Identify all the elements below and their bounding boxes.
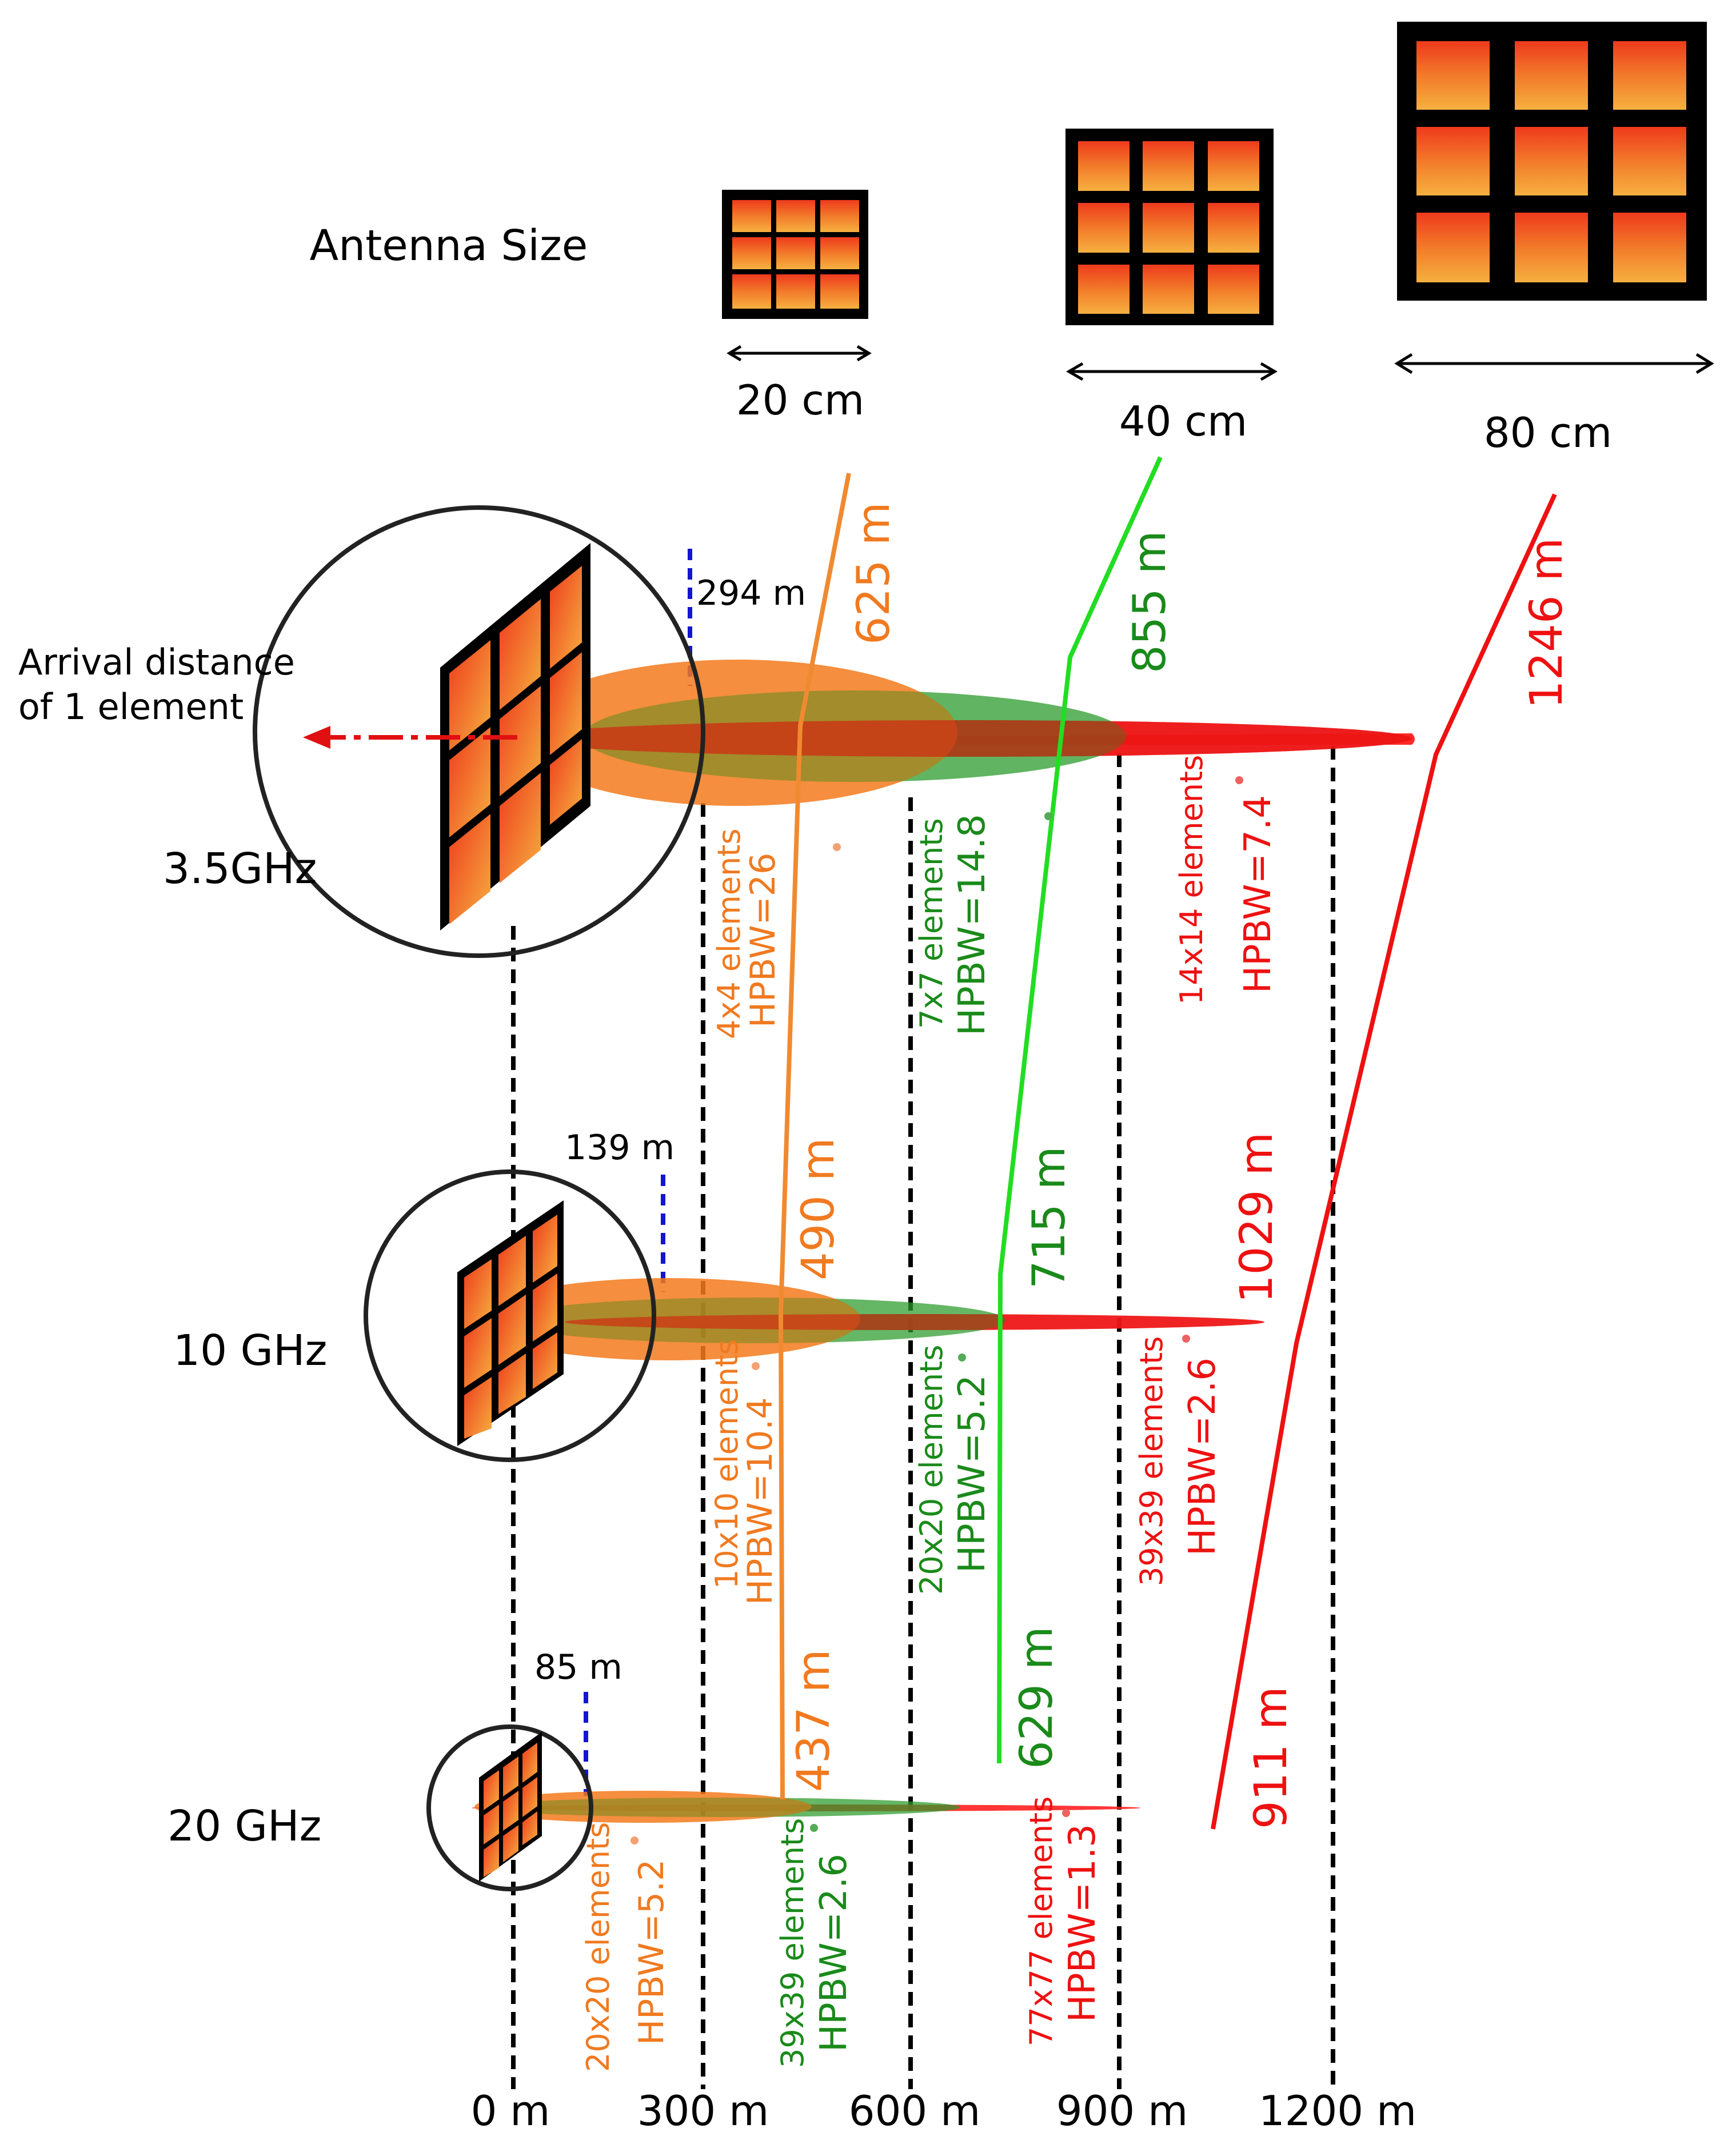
- size-label-80cm: 80 cm: [1484, 409, 1612, 457]
- x-tick-600m: 600 m: [849, 2087, 980, 2135]
- distance-80cm-3-5ghz: 1246 m: [1521, 538, 1573, 709]
- elements-20cm-10ghz: 10x10 elements: [709, 1339, 745, 1589]
- freq-label-10ghz: 10 GHz: [173, 1326, 328, 1375]
- distance-20cm-3-5ghz: 625 m: [848, 502, 900, 645]
- distance-20cm-10ghz: 490 m: [793, 1137, 844, 1280]
- x-tick-300m: 300 m: [637, 2087, 769, 2135]
- arrival-arrow: [303, 726, 517, 749]
- hpbw-80cm-3-5ghz: HPBW=7.4: [1237, 795, 1279, 993]
- elements-40cm-20ghz: 39x39 elements: [775, 1818, 811, 2068]
- size-label-40cm: 40 cm: [1119, 397, 1247, 445]
- antenna-10ghz: [364, 1169, 656, 1462]
- freq-label-20ghz: 20 GHz: [167, 1802, 322, 1851]
- size-label-20cm: 20 cm: [736, 376, 864, 424]
- trend-line-40cm: [997, 456, 1163, 1764]
- hpbw-20cm-3-5ghz: HPBW=26: [743, 853, 783, 1028]
- marker-dots: [630, 776, 1243, 1844]
- hpbw-40cm-10ghz: HPBW=5.2: [951, 1375, 993, 1573]
- distance-80cm-20ghz: 911 m: [1246, 1686, 1297, 1829]
- elements-80cm-20ghz: 77x77 elements: [1023, 1796, 1059, 2046]
- antenna-size-label: Antenna Size: [310, 221, 588, 270]
- distance-20cm-20ghz: 437 m: [788, 1649, 840, 1792]
- elements-80cm-3-5ghz: 14x14 elements: [1174, 755, 1210, 1005]
- distance-40cm-10ghz: 715 m: [1024, 1146, 1075, 1289]
- distance-40cm-20ghz: 629 m: [1011, 1626, 1063, 1769]
- antenna-20ghz: [426, 1724, 593, 1891]
- hpbw-80cm-20ghz: HPBW=1.3: [1061, 1824, 1104, 2022]
- elements-20cm-3-5ghz: 4x4 elements: [711, 828, 747, 1039]
- one-element-distance-20ghz: 85 m: [534, 1647, 622, 1687]
- hpbw-80cm-10ghz: HPBW=2.6: [1182, 1358, 1224, 1556]
- distance-gridlines: [511, 746, 1335, 2089]
- one-element-distance-3-5ghz: 294 m: [696, 573, 806, 613]
- size-arrows: [727, 345, 1714, 381]
- trend-line-20cm: [778, 473, 851, 1800]
- beams-20ghz: [472, 1791, 1140, 1823]
- trend-line-80cm: [1211, 493, 1557, 1830]
- elements-40cm-10ghz: 20x20 elements: [913, 1345, 949, 1595]
- elements-80cm-10ghz: 39x39 elements: [1134, 1336, 1170, 1586]
- beams-3-5ghz: [514, 660, 1415, 806]
- hpbw-40cm-3-5ghz: HPBW=14.8: [951, 814, 993, 1036]
- antenna-icon-20cm: [722, 190, 868, 319]
- one-element-distance-10ghz: 139 m: [565, 1128, 675, 1168]
- freq-label-3-5ghz: 3.5GHz: [163, 844, 317, 893]
- antenna-icon-80cm: [1397, 22, 1707, 301]
- x-tick-900m: 900 m: [1056, 2087, 1188, 2135]
- antenna-icon-40cm: [1065, 129, 1274, 325]
- hpbw-40cm-20ghz: HPBW=2.6: [813, 1854, 855, 2052]
- distance-80cm-10ghz: 1029 m: [1231, 1132, 1283, 1303]
- x-tick-0m: 0 m: [471, 2087, 550, 2135]
- hpbw-20cm-10ghz: HPBW=10.4: [740, 1397, 780, 1605]
- elements-20cm-20ghz: 20x20 elements: [580, 1822, 616, 2072]
- x-tick-1200m: 1200 m: [1259, 2087, 1416, 2135]
- arrival-label-line1: Arrival distance: [18, 641, 295, 683]
- arrival-label-line2: of 1 element: [18, 686, 244, 728]
- elements-40cm-3-5ghz: 7x7 elements: [913, 818, 949, 1029]
- beams-10ghz: [477, 1278, 1264, 1360]
- hpbw-20cm-20ghz: HPBW=5.2: [632, 1859, 672, 2045]
- distance-40cm-3-5ghz: 855 m: [1124, 530, 1176, 673]
